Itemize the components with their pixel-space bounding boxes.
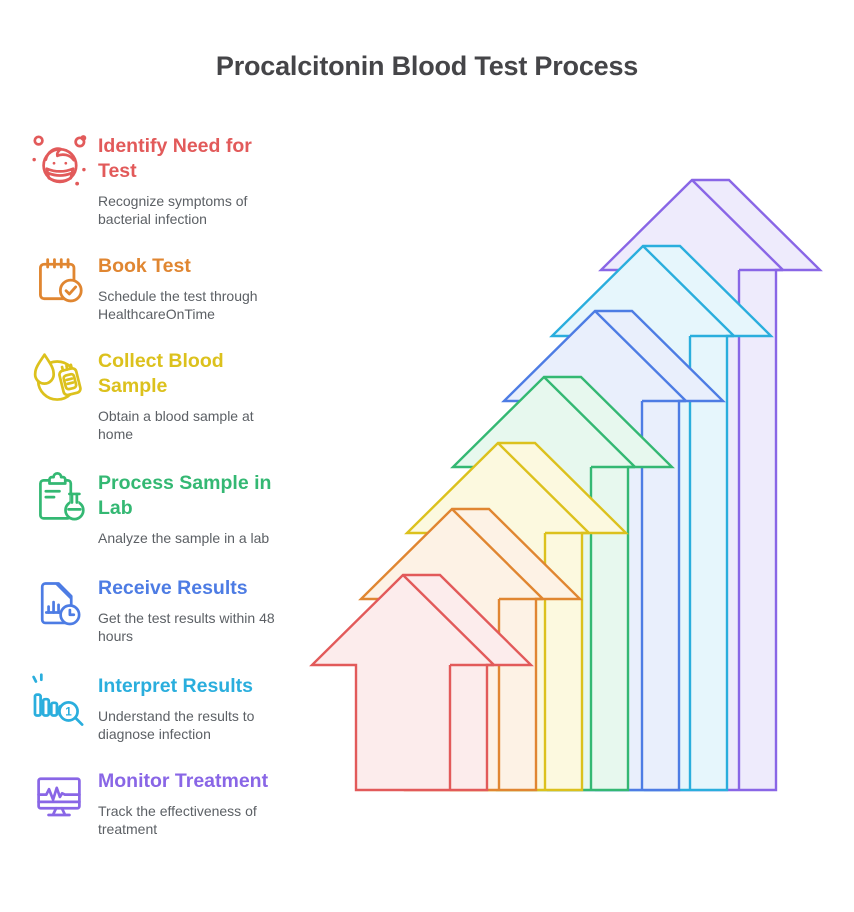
monitor-ecg-icon	[30, 767, 88, 838]
step-title: Interpret Results	[98, 675, 253, 697]
clipboard-flask-icon	[30, 469, 88, 548]
step-monitor-treatment: Monitor Treatment Track the effectivenes…	[30, 765, 290, 838]
step-description: Understand the results to diagnose infec…	[98, 708, 255, 742]
process-arrow-step-1	[309, 573, 534, 792]
step-title: Process Sample in Lab	[98, 472, 272, 519]
chart-magnifier-icon: 1	[30, 672, 88, 743]
step-title: Receive Results	[98, 577, 248, 599]
step-process-lab: Process Sample in Lab Analyze the sample…	[30, 467, 290, 548]
results-document-icon	[30, 574, 88, 645]
step-book-test: Book Test Schedule the test through Heal…	[30, 250, 290, 323]
step-title: Book Test	[98, 255, 191, 277]
svg-text:1: 1	[65, 706, 72, 719]
step-description: Obtain a blood sample at home	[98, 408, 254, 442]
step-description: Recognize symptoms of bacterial infectio…	[98, 193, 248, 227]
step-identify-need: Identify Need for Test Recognize symptom…	[30, 130, 290, 228]
step-description: Schedule the test through HealthcareOnTi…	[98, 288, 258, 322]
step-description: Analyze the sample in a lab	[98, 530, 270, 546]
face-mask-icon	[30, 132, 88, 228]
step-description: Track the effectiveness of treatment	[98, 803, 257, 837]
step-receive-results: Receive Results Get the test results wit…	[30, 572, 290, 645]
page-title: Procalcitonin Blood Test Process	[215, 51, 639, 81]
step-interpret-results: 1 Interpret Results Understand the resul…	[30, 670, 290, 743]
step-title: Monitor Treatment	[98, 770, 269, 792]
step-title: Identify Need for Test	[98, 135, 252, 182]
step-title: Collect Blood Sample	[98, 350, 224, 397]
step-description: Get the test results within 48 hours	[98, 610, 275, 644]
blood-sample-icon	[30, 347, 88, 443]
calendar-check-icon	[30, 252, 88, 323]
step-collect-sample: Collect Blood Sample Obtain a blood samp…	[30, 345, 290, 443]
